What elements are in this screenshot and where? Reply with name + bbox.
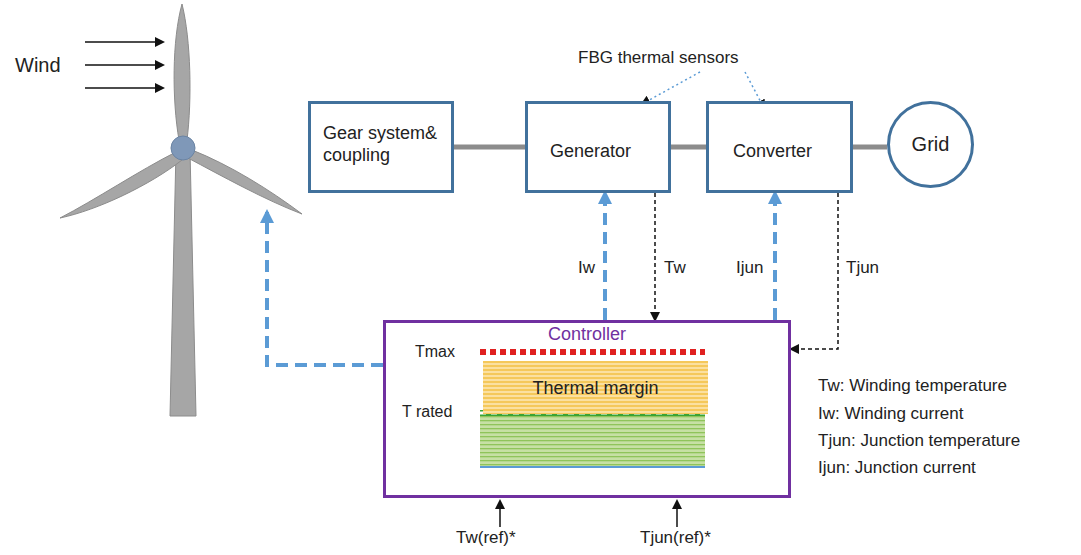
signal-arrow xyxy=(773,193,777,320)
signal-label: Tjun xyxy=(846,258,879,278)
drive-shaft xyxy=(454,145,525,150)
wind-turbine xyxy=(60,4,302,416)
tmax-line xyxy=(480,349,705,355)
wind-arrows xyxy=(85,42,163,88)
node-label: Gear system& coupling xyxy=(323,122,443,166)
signal-arrow xyxy=(654,193,656,320)
process-box: Converter xyxy=(706,101,853,193)
reference-input xyxy=(499,501,501,527)
node-label: Thermal margin xyxy=(532,378,658,398)
reference-input-label: Tjun(ref)* xyxy=(640,528,711,548)
reference-input xyxy=(676,501,678,527)
normal-band xyxy=(480,416,705,466)
level-label: T rated xyxy=(402,402,452,422)
node-label: Converter xyxy=(733,140,846,162)
thermal-band: Thermal margin xyxy=(483,361,708,414)
grid-circle: Grid xyxy=(887,101,974,188)
level-label: Tmax xyxy=(415,342,455,362)
legend-note: Iw: Winding current xyxy=(818,404,964,424)
controller-title: Controller xyxy=(386,324,788,344)
legend-note: Ijun: Junction current xyxy=(818,458,976,478)
signal-arrow xyxy=(603,193,607,320)
legend-note: Tjun: Junction temperature xyxy=(818,431,1020,451)
legend-note: Tw: Winding temperature xyxy=(818,376,1007,396)
pitch-control-arrow xyxy=(267,212,383,365)
signal-arrow xyxy=(791,193,838,349)
signal-label: Iw xyxy=(578,258,595,278)
process-box: Generator xyxy=(525,101,671,193)
process-box: Gear system& coupling xyxy=(308,101,454,193)
reference-input-label: Tw(ref)* xyxy=(456,528,516,548)
callout-label: FBG thermal sensors xyxy=(578,48,739,68)
drive-shaft xyxy=(671,145,706,150)
wind-label: Wind xyxy=(15,55,61,75)
signal-label: Tw xyxy=(664,258,686,278)
node-label: Generator xyxy=(550,140,664,162)
node-label: Grid xyxy=(912,133,950,156)
drive-shaft xyxy=(853,145,887,150)
signal-label: Ijun xyxy=(736,258,763,278)
band-base xyxy=(480,466,705,468)
